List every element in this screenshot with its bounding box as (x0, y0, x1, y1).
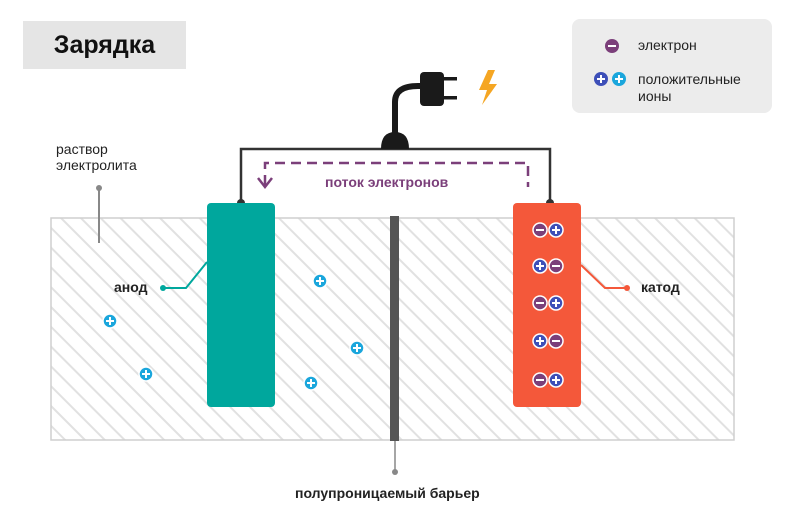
cathode-label: катод (641, 279, 680, 295)
free-positive-ion (102, 313, 118, 329)
page-title: Зарядка (53, 30, 156, 59)
cathode-particle-pair (532, 372, 564, 388)
electron-flow-arrowhead (257, 177, 273, 190)
barrier-label: полупроницаемый барьер (295, 485, 480, 501)
cathode-particle-pair (532, 333, 564, 349)
legend: электрон положительные ионы (572, 19, 772, 113)
electrolyte-label: раствор электролита (56, 141, 137, 173)
free-positive-ion (312, 273, 328, 289)
cathode-particle-pair (532, 222, 564, 238)
electron-flow-arrow (263, 161, 530, 187)
cathode-particle-pair (532, 258, 564, 274)
electron-flow-label: поток электронов (325, 174, 449, 190)
free-positive-ion (349, 340, 365, 356)
free-positive-ion (303, 375, 319, 391)
title-box: Зарядка (23, 21, 186, 69)
free-positive-ion (138, 366, 154, 382)
legend-electron-symbol (605, 39, 619, 53)
cathode-pointer (580, 264, 627, 289)
anode-electrode (207, 203, 275, 407)
legend-positive-ions-label: положительные ионы (638, 71, 741, 104)
cathode-particle-pair (532, 295, 564, 311)
legend-ion-symbol (594, 72, 626, 86)
anode-pointer (163, 261, 208, 289)
plug-icon (381, 72, 457, 149)
anode-label: анод (114, 279, 148, 295)
lightning-icon (479, 70, 497, 105)
legend-electron-label: электрон (638, 37, 697, 53)
semipermeable-barrier (390, 216, 399, 441)
